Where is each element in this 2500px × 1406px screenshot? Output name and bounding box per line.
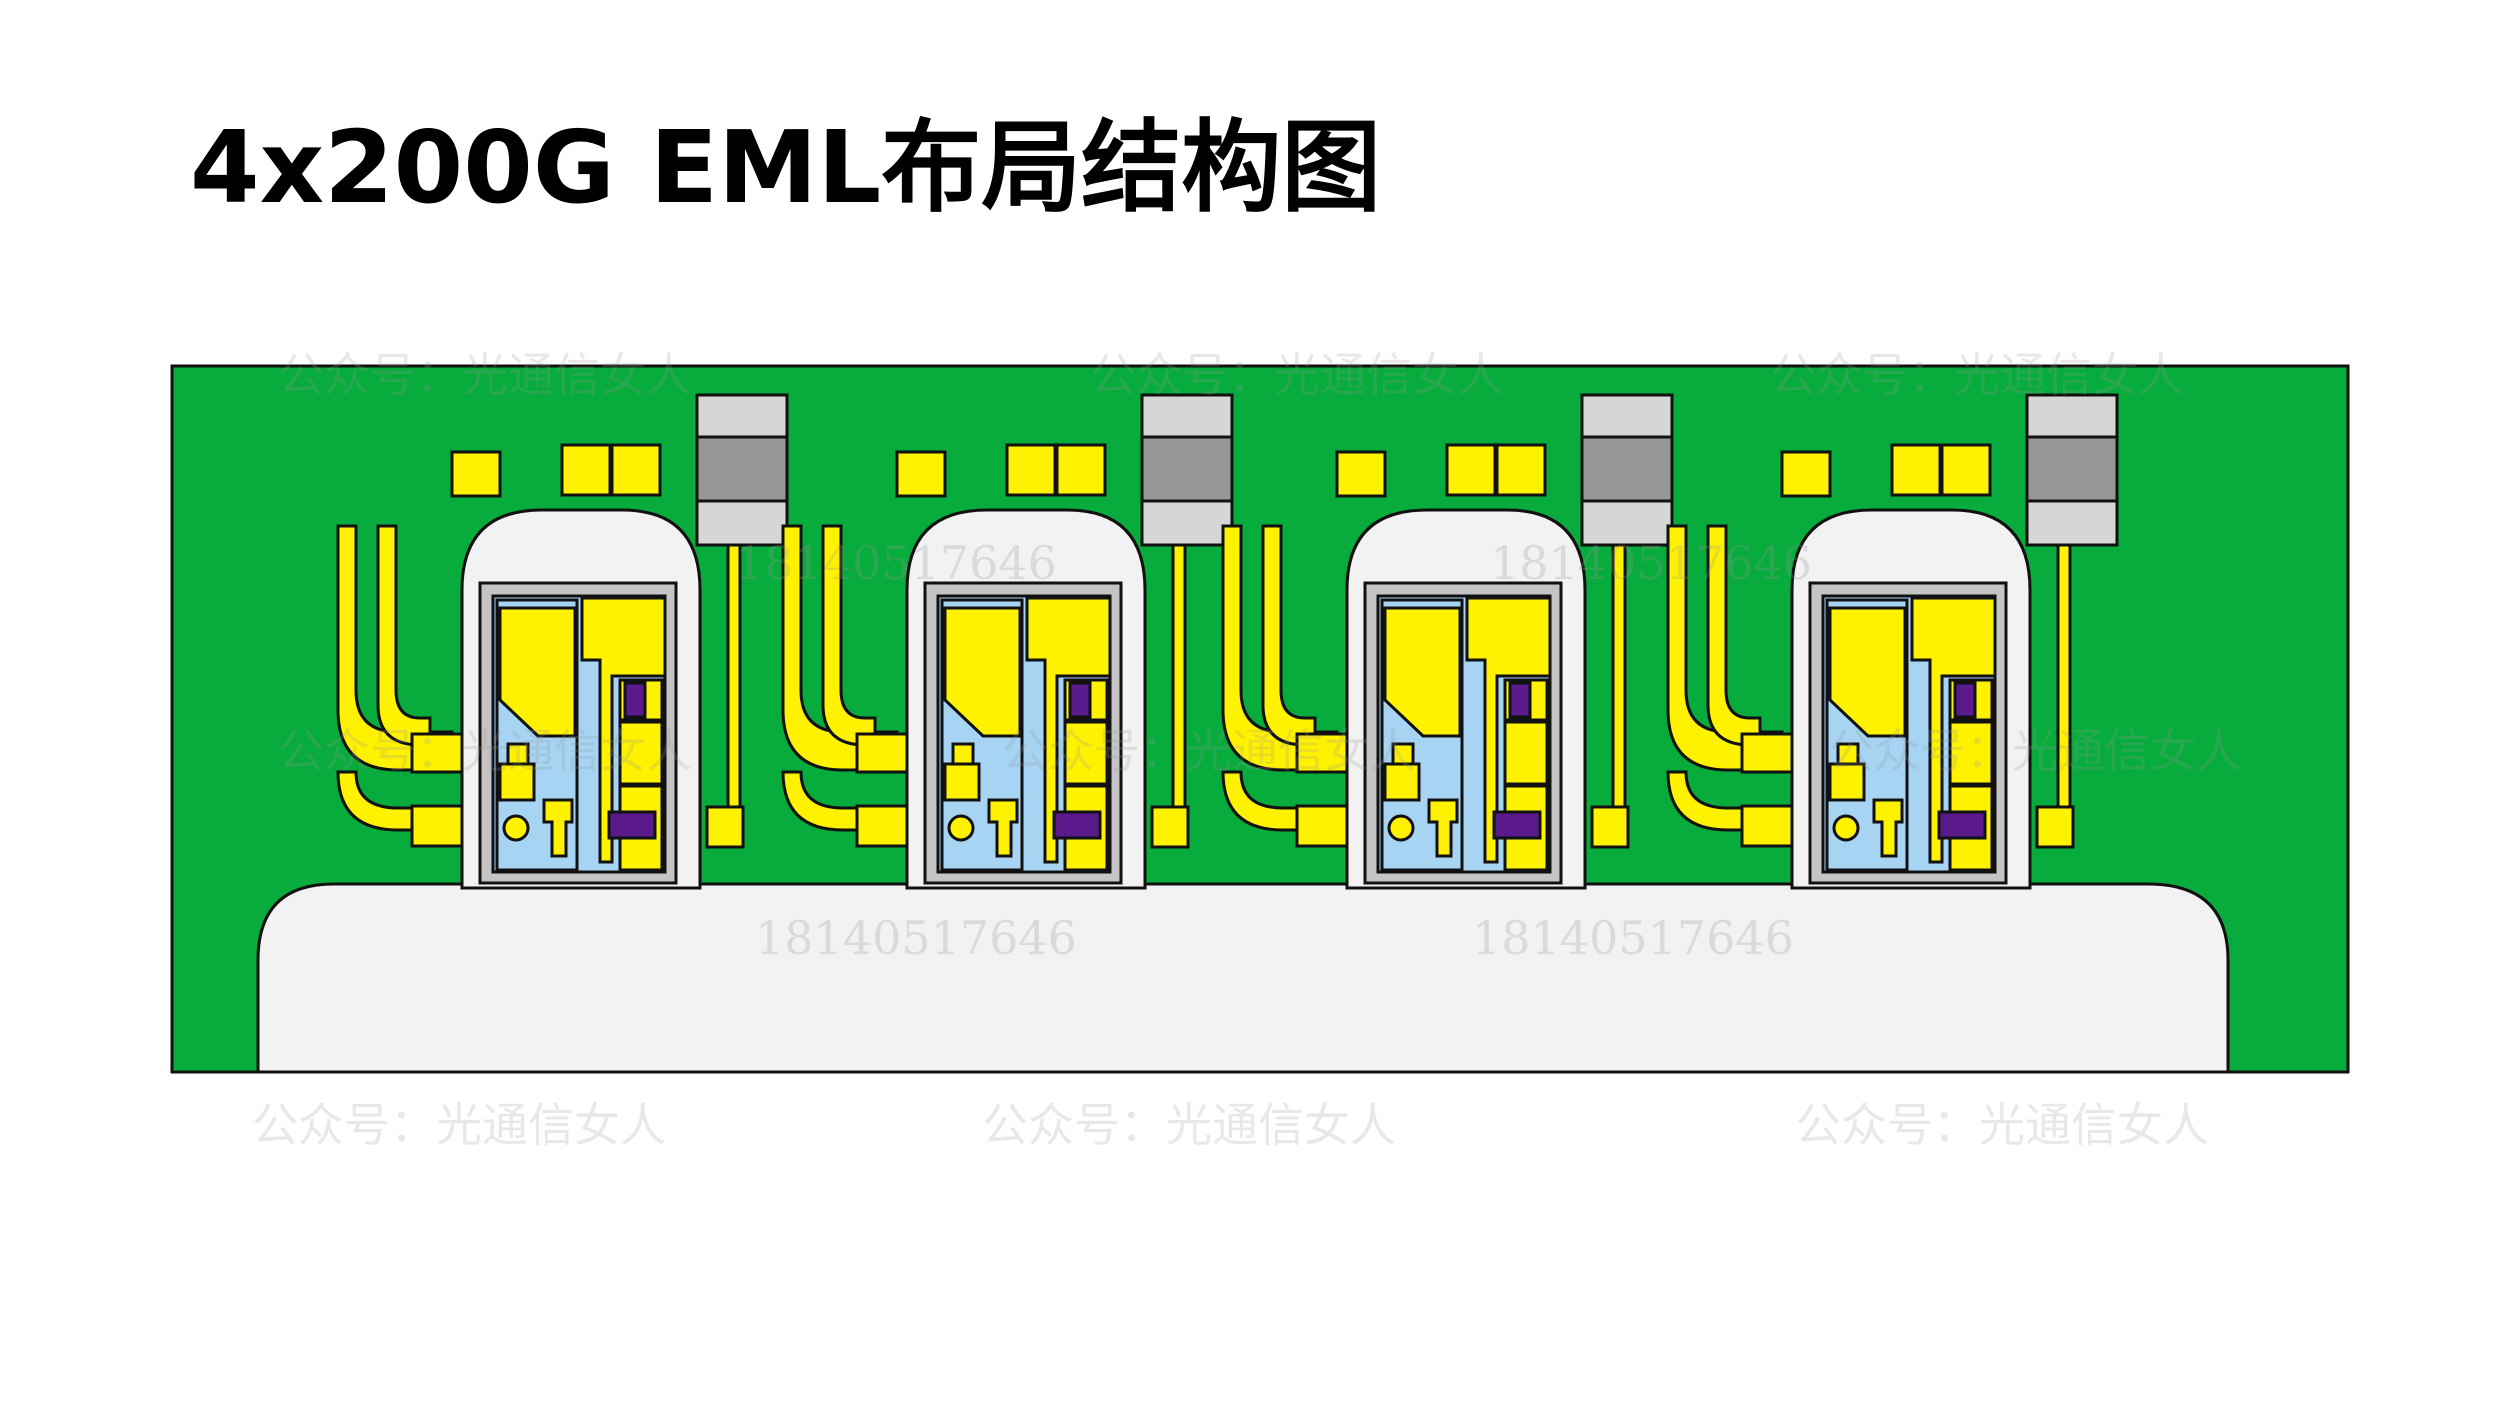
bond-pad	[1445, 443, 1497, 497]
rf-pad	[1295, 804, 1349, 848]
laser-pad	[943, 762, 981, 802]
modulator-pad	[498, 606, 577, 738]
rf-pad	[855, 804, 909, 848]
bias-pad	[705, 805, 745, 849]
thermistor-chip	[1953, 681, 1977, 719]
watermark-phone: 18140517646	[1490, 536, 1812, 590]
bond-pad	[560, 443, 612, 497]
watermark-account: 公众号：光通信女人	[1795, 1098, 2209, 1152]
photodiode-dot	[502, 814, 530, 842]
eml-module	[781, 393, 1234, 890]
capacitor-body	[1580, 435, 1674, 503]
capacitor-chip	[1492, 810, 1542, 840]
eml-module	[1666, 393, 2119, 890]
tec-pad	[987, 798, 1019, 858]
photodiode-dot	[947, 814, 975, 842]
eml-module	[1221, 393, 1674, 890]
laser-pad	[498, 762, 536, 802]
smd-capacitor	[2025, 393, 2119, 547]
bias-pad-column	[1910, 596, 1997, 864]
capacitor-chip	[607, 810, 657, 840]
bias-pad	[1150, 805, 1190, 849]
bond-pad	[1890, 443, 1942, 497]
thermistor-chip	[623, 681, 647, 719]
page-title: 4x200G EML布局结构图	[190, 109, 1382, 226]
laser-pad	[1383, 762, 1421, 802]
modulator-pad	[1828, 606, 1907, 738]
thermistor-chip	[1068, 681, 1092, 719]
laser-pad	[1828, 762, 1866, 802]
capacitor-end-cap	[1140, 393, 1234, 439]
bias-pad-column	[1465, 596, 1552, 864]
capacitor-end-cap	[695, 393, 789, 439]
capacitor-body	[2025, 435, 2119, 503]
bias-pad	[1590, 805, 1630, 849]
capacitor-end-cap	[1580, 393, 1674, 439]
bond-pad	[1005, 443, 1057, 497]
eml-module	[336, 393, 789, 890]
bias-pad-column	[1025, 596, 1112, 864]
small-pad	[951, 742, 975, 766]
rf-pad	[410, 804, 464, 848]
bond-pad	[450, 450, 502, 498]
rf-trace	[1261, 524, 1317, 747]
watermark-phone: 18140517646	[735, 536, 1057, 590]
thermistor-chip	[1508, 681, 1532, 719]
bond-pad	[895, 450, 947, 498]
capacitor-end-cap	[1140, 499, 1234, 547]
watermark-account: 公众号：光通信女人	[1828, 724, 2242, 778]
component-pad	[618, 720, 664, 786]
capacitor-chip	[1937, 810, 1987, 840]
component-pad	[1503, 720, 1549, 786]
smd-capacitor	[695, 393, 789, 547]
capacitor-end-cap	[2025, 499, 2119, 547]
rf-pad	[1295, 732, 1349, 774]
photodiode-dot	[1832, 814, 1860, 842]
rf-trace	[1706, 524, 1762, 747]
modulator-pad	[1383, 606, 1462, 738]
capacitor-body	[1140, 435, 1234, 503]
capacitor-end-cap	[1580, 499, 1674, 547]
watermark-phone: 18140517646	[755, 911, 1077, 965]
rf-pad	[855, 732, 909, 774]
watermark-account: 公众号：光通信女人	[982, 1098, 1396, 1152]
bond-pad	[610, 443, 662, 497]
watermark-account: 公众号：光通信女人	[278, 724, 692, 778]
photodiode-dot	[1387, 814, 1415, 842]
tec-pad	[542, 798, 574, 858]
component-pad	[1948, 720, 1994, 786]
capacitor-chip	[1052, 810, 1102, 840]
capacitor-body	[695, 435, 789, 503]
tec-pad	[1427, 798, 1459, 858]
tec-pad	[1872, 798, 1904, 858]
bias-pad	[2035, 805, 2075, 849]
watermark-account: 公众号：光通信女人	[1770, 348, 2184, 402]
rf-pad	[1740, 732, 1794, 774]
bond-pad	[1940, 443, 1992, 497]
smd-capacitor	[1140, 393, 1234, 547]
component-pad	[1063, 720, 1109, 786]
bias-pad-column	[580, 596, 667, 864]
rf-trace	[821, 524, 877, 747]
capacitor-end-cap	[695, 499, 789, 547]
capacitor-end-cap	[2025, 393, 2119, 439]
bond-pad	[1780, 450, 1832, 498]
watermark-account: 公众号：光通信女人	[252, 1098, 666, 1152]
rf-pad	[1740, 804, 1794, 848]
rf-trace	[376, 524, 432, 747]
bottom-recess	[256, 882, 2230, 1074]
modulator-pad	[943, 606, 1022, 738]
watermark-account: 公众号：光通信女人	[278, 348, 692, 402]
watermark-account: 公众号：光通信女人	[1002, 724, 1416, 778]
bond-pad	[1055, 443, 1107, 497]
bond-pad	[1495, 443, 1547, 497]
watermark-account: 公众号：光通信女人	[1090, 348, 1504, 402]
watermark-phone: 18140517646	[1472, 911, 1794, 965]
smd-capacitor	[1580, 393, 1674, 547]
bond-pad	[1335, 450, 1387, 498]
